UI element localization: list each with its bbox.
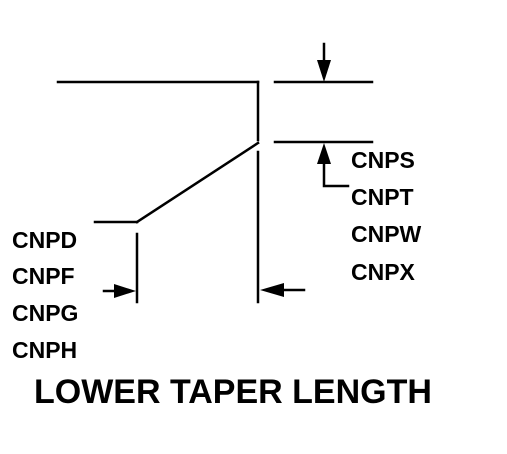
taper-slope-line xyxy=(135,141,260,224)
down-arrow-icon xyxy=(317,60,331,82)
up-arrow-leader xyxy=(322,158,350,188)
label-cnpx: CNPX xyxy=(351,259,416,285)
label-cnpt: CNPT xyxy=(351,184,414,210)
label-cnpg: CNPG xyxy=(12,300,78,326)
label-cnpw: CNPW xyxy=(351,221,422,247)
label-cnpf: CNPF xyxy=(12,263,75,289)
label-cnpd: CNPD xyxy=(12,227,77,253)
label-cnps: CNPS xyxy=(351,147,415,173)
left-arrow-icon xyxy=(260,283,284,297)
diagram-title: LOWER TAPER LENGTH xyxy=(34,373,432,411)
label-cnph: CNPH xyxy=(12,337,77,363)
right-arrow-icon xyxy=(114,284,136,298)
up-arrow-icon xyxy=(317,143,331,164)
